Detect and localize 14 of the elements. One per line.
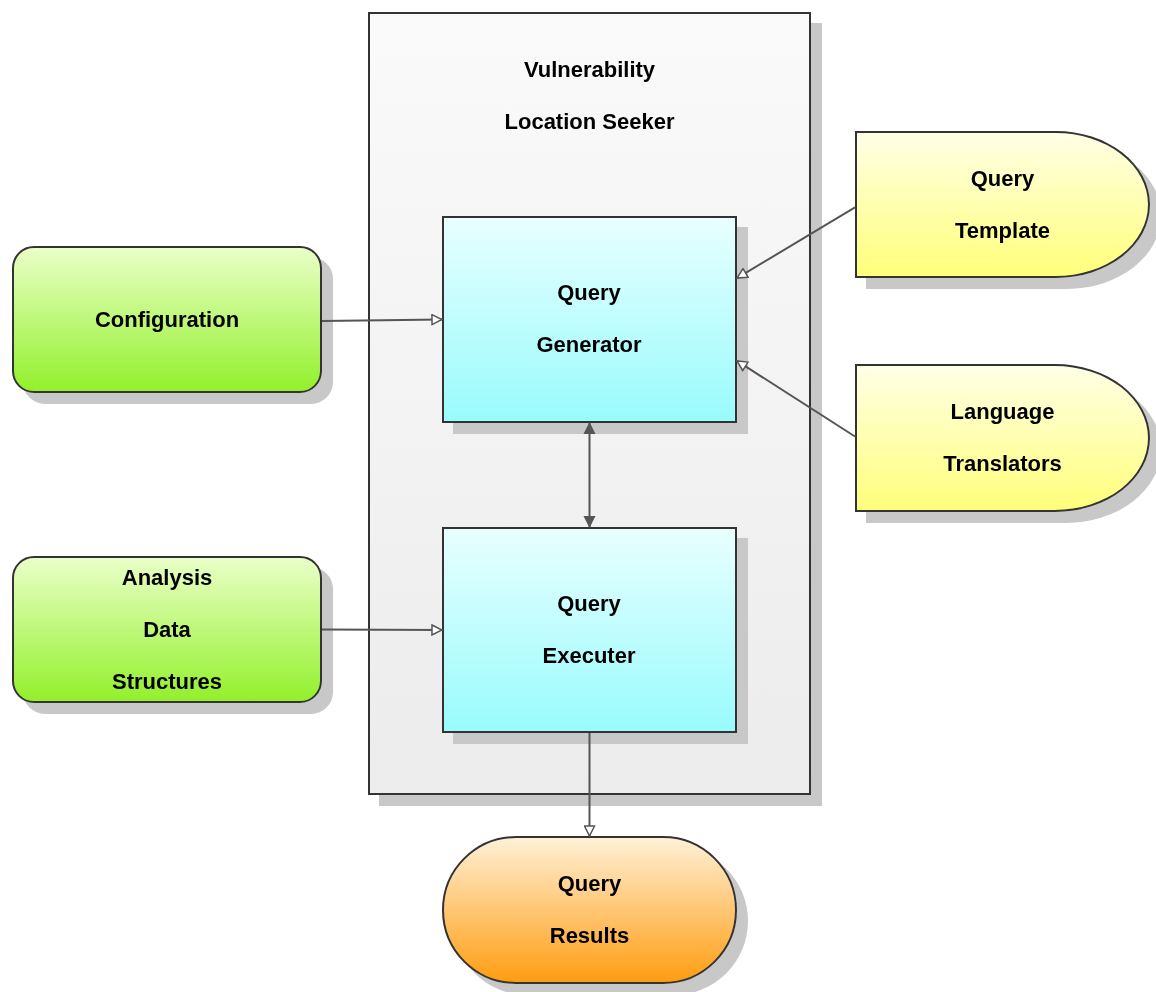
arrow xyxy=(736,206,856,280)
node-label: Query Template xyxy=(954,164,1051,245)
node-label: Query Generator xyxy=(535,279,643,359)
node-label: Language Translators xyxy=(942,398,1063,478)
node-label: Configuration xyxy=(94,305,240,334)
arrow xyxy=(583,732,596,837)
node-label: Vulnerability Location Seeker xyxy=(503,56,676,136)
arrow xyxy=(583,422,596,528)
arrow xyxy=(321,624,443,636)
node-label: Query Executer xyxy=(541,589,637,670)
node-label: Query Results xyxy=(548,870,631,950)
arrow xyxy=(736,359,856,438)
node-label: Analysis Data Structures xyxy=(110,563,223,696)
arrow xyxy=(321,313,443,326)
